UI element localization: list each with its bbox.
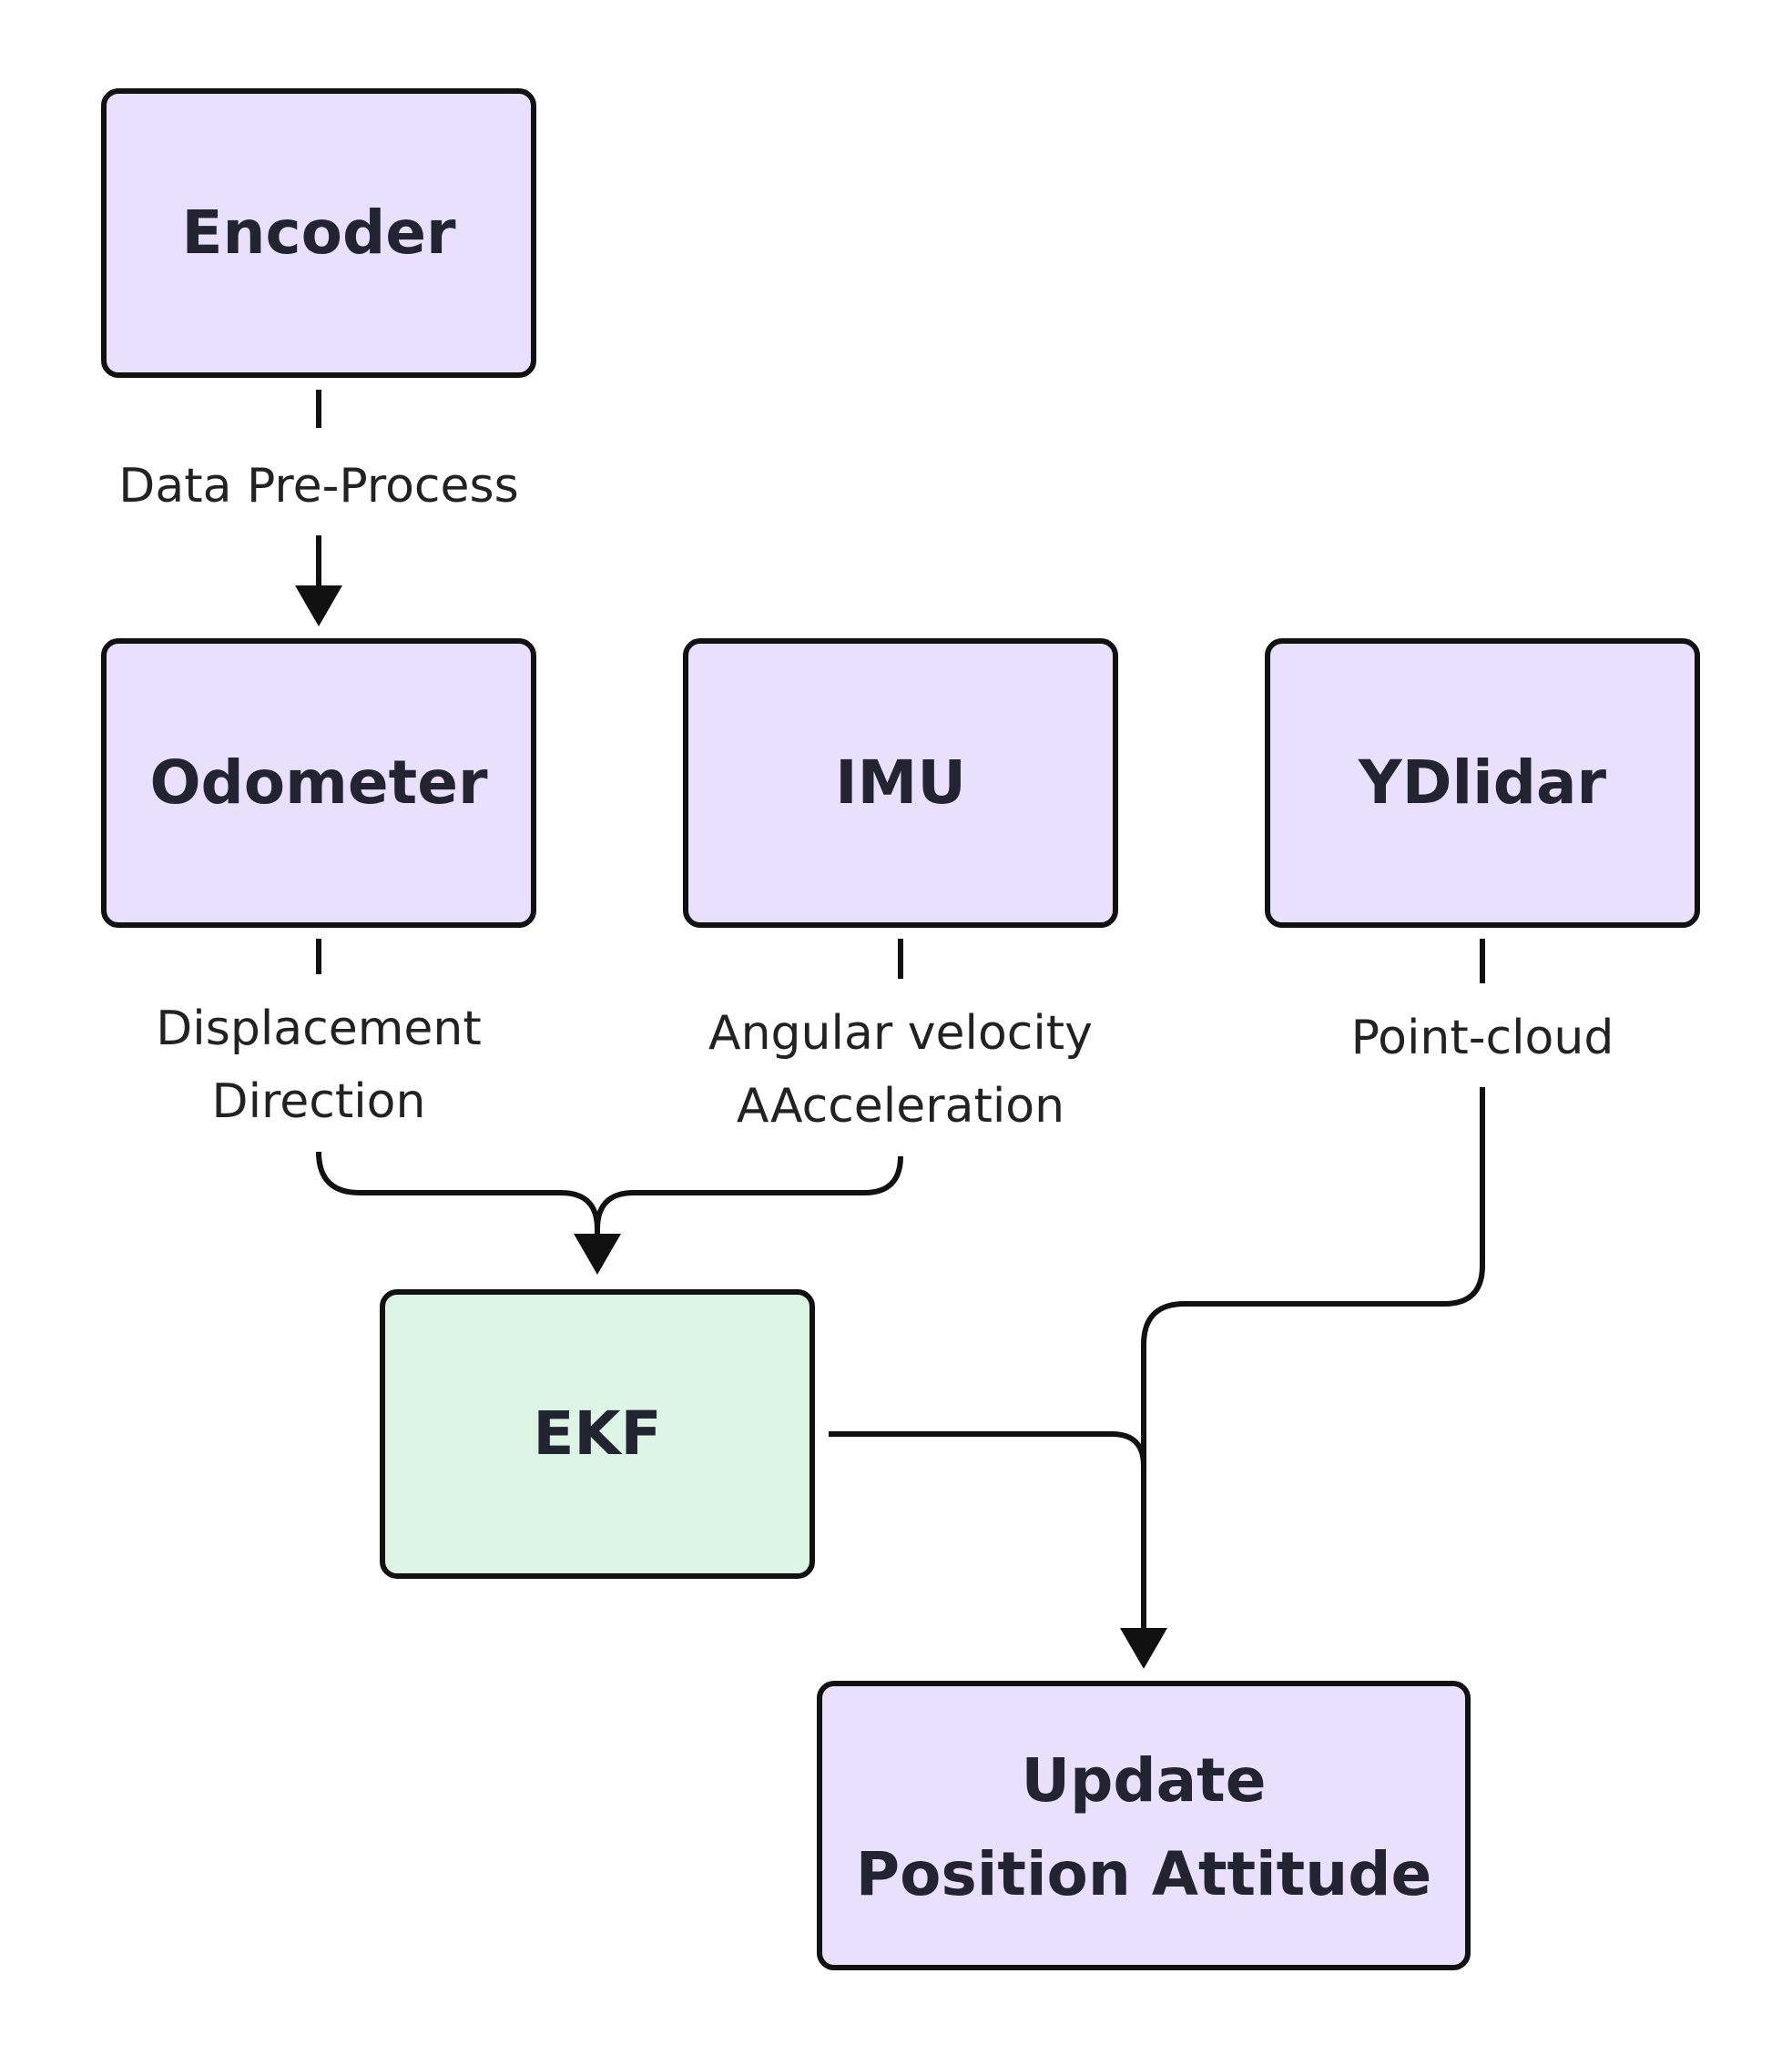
edge-ydlidar-update — [1141, 1087, 1485, 1630]
node-odometer[interactable]: Odometer — [101, 638, 536, 928]
node-odometer-label: Odometer — [149, 748, 488, 818]
edge-imu-ekf — [595, 1155, 903, 1230]
node-ekf-label: EKF — [533, 1399, 661, 1469]
edge-label-displacement: Displacement — [156, 1002, 481, 1056]
edge-label-direction: Direction — [212, 1074, 426, 1129]
node-ekf[interactable]: EKF — [380, 1289, 815, 1579]
edge-labels: Data Pre-Process Displacement Direction … — [118, 459, 1614, 1134]
node-update-position-attitude[interactable]: Update Position Attitude — [817, 1681, 1471, 1970]
edge-label-data-preprocess: Data Pre-Process — [118, 459, 518, 514]
node-update-label-line1: Update — [1022, 1745, 1267, 1816]
node-ydlidar-label: YDlidar — [1358, 748, 1607, 818]
connectors — [295, 390, 1485, 1669]
node-encoder[interactable]: Encoder — [101, 88, 536, 378]
arrowhead-update — [1120, 1628, 1167, 1669]
arrowhead-odometer — [295, 585, 342, 626]
edge-ekf-update — [829, 1431, 1146, 1467]
node-update-label-line2: Position Attitude — [856, 1839, 1431, 1909]
edge-label-acceleration: AAcceleration — [737, 1079, 1064, 1134]
arrowhead-ekf — [574, 1234, 621, 1275]
node-imu-label: IMU — [835, 748, 966, 818]
node-ydlidar[interactable]: YDlidar — [1265, 638, 1700, 928]
edge-label-point-cloud: Point-cloud — [1351, 1011, 1614, 1065]
edge-odometer-ekf — [316, 1151, 600, 1238]
edge-label-angular-velocity: Angular velocity — [708, 1006, 1093, 1061]
node-imu[interactable]: IMU — [683, 638, 1118, 928]
node-encoder-label: Encoder — [181, 198, 456, 268]
